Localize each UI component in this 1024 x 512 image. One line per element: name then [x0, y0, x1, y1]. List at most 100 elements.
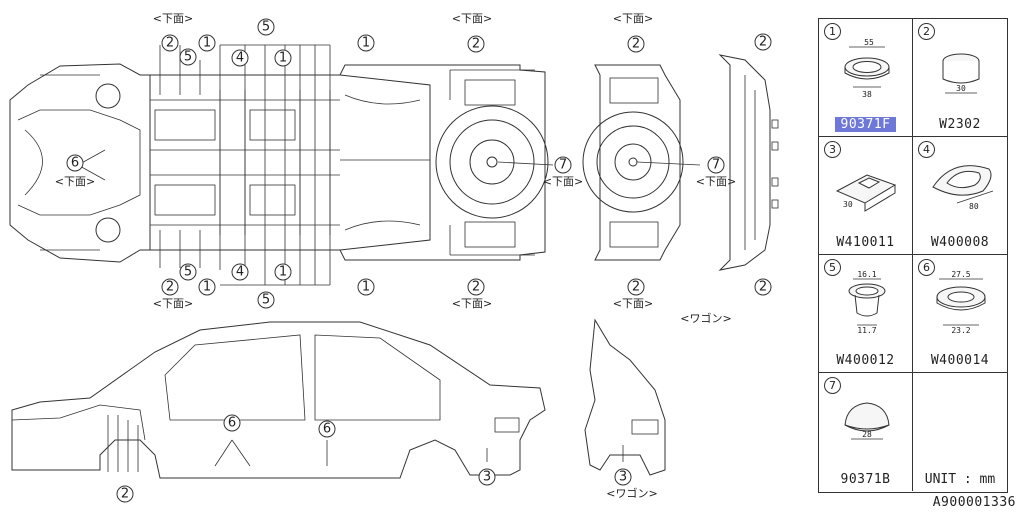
svg-text:1: 1: [279, 265, 287, 280]
svg-text:7: 7: [712, 158, 720, 173]
callout-1: 1: [357, 34, 375, 52]
callout-1: 1: [274, 263, 292, 281]
svg-text:1: 1: [362, 280, 370, 295]
underside-label: <下面>: [452, 297, 492, 310]
underside-label: <下面>: [153, 297, 193, 310]
square-plug-icon: 30: [835, 174, 897, 212]
part-cell-5[interactable]: 5 16.1 11.7 W400012: [819, 255, 913, 373]
svg-text:30: 30: [956, 84, 966, 93]
svg-text:2: 2: [759, 280, 767, 295]
callout-2: 2: [116, 485, 134, 503]
callout-2: 2: [467, 278, 485, 296]
svg-text:27.5: 27.5: [951, 270, 970, 279]
svg-text:5: 5: [262, 20, 270, 35]
reference-code: A900001336: [932, 495, 1016, 510]
underside-label: <下面>: [153, 12, 193, 25]
part-number-badge: 2: [918, 23, 935, 40]
part-number-badge: 1: [824, 23, 841, 40]
svg-text:2: 2: [121, 487, 129, 502]
svg-text:6: 6: [228, 416, 236, 431]
callout-6: 6: [318, 420, 336, 438]
callout-5: 5: [179, 48, 197, 66]
callout-2: 2: [161, 34, 179, 52]
callout-5: 5: [257, 18, 275, 36]
part-code: W400012: [836, 353, 895, 368]
part-number-badge: 7: [824, 377, 841, 394]
svg-text:5: 5: [184, 50, 192, 65]
part-code: W410011: [836, 235, 895, 250]
grommet-icon: 16.1 11.7: [848, 270, 886, 335]
svg-text:2: 2: [472, 37, 480, 52]
callout-2: 2: [754, 33, 772, 51]
wagon-label: <ワゴン>: [606, 486, 657, 500]
part-cell-1[interactable]: 1 55 38 90371F: [819, 19, 913, 137]
underside-label: <下面>: [696, 175, 736, 188]
callout-1: 1: [357, 278, 375, 296]
svg-text:1: 1: [362, 36, 370, 51]
label-layer: <下面><下面><下面><下面><下面><下面><下面><下面><下面><ワゴン…: [55, 12, 736, 500]
callout-2: 2: [754, 278, 772, 296]
callout-6: 6: [223, 414, 241, 432]
unit-cell: UNIT : mm: [913, 373, 1007, 491]
svg-text:80: 80: [969, 202, 979, 211]
callout-2: 2: [627, 35, 645, 53]
cylinder-cap-icon: 30: [942, 53, 980, 94]
callout-7: 7: [707, 156, 725, 174]
underside-label: <下面>: [613, 12, 653, 25]
side-body-view: [11, 321, 546, 479]
svg-text:2: 2: [632, 280, 640, 295]
callout-1: 1: [274, 49, 292, 67]
callout-2: 2: [161, 278, 179, 296]
svg-text:5: 5: [262, 293, 270, 308]
underside-label: <下面>: [452, 12, 492, 25]
part-cell-3[interactable]: 3 30 W410011: [819, 137, 913, 255]
callout-5: 5: [179, 263, 197, 281]
wagon-side-view: [584, 318, 666, 476]
svg-text:2: 2: [166, 280, 174, 295]
triangular-plug-icon: 80: [932, 165, 994, 211]
svg-text:5: 5: [184, 265, 192, 280]
svg-text:2: 2: [166, 36, 174, 51]
callout-4: 4: [231, 263, 249, 281]
part-cell-2[interactable]: 2 30 W2302: [913, 19, 1007, 137]
unit-label: UNIT : mm: [924, 472, 996, 487]
part-code: W400014: [930, 353, 990, 368]
svg-text:1: 1: [279, 51, 287, 66]
underside-label: <下面>: [613, 297, 653, 310]
part-number-badge: 5: [824, 259, 841, 276]
callout-4: 4: [231, 49, 249, 67]
svg-text:30: 30: [843, 200, 853, 209]
svg-text:2: 2: [759, 35, 767, 50]
underside-label: <下面>: [543, 175, 583, 188]
svg-text:38: 38: [862, 90, 872, 99]
callout-3: 3: [478, 468, 496, 486]
svg-text:1: 1: [203, 36, 211, 51]
callout-3: 3: [614, 468, 632, 486]
svg-text:6: 6: [71, 156, 79, 171]
part-number-badge: 6: [918, 259, 935, 276]
svg-text:23.2: 23.2: [951, 326, 970, 335]
part-cell-7[interactable]: 7 28 90371B: [819, 373, 913, 491]
part-code: 90371B: [840, 472, 891, 487]
callout-5: 5: [257, 291, 275, 309]
svg-text:4: 4: [236, 265, 244, 280]
rear-panel-view: [718, 54, 779, 271]
svg-text:55: 55: [864, 38, 874, 47]
callout-1: 1: [198, 278, 216, 296]
svg-text:16.1: 16.1: [857, 270, 876, 279]
part-code: W2302: [939, 117, 981, 132]
callout-2: 2: [627, 278, 645, 296]
callout-2: 2: [467, 35, 485, 53]
svg-text:28: 28: [862, 430, 872, 439]
parts-legend-table: 1 55 38 90371F 2 30 W2302 3 30 W41001: [818, 18, 1008, 493]
part-number-badge: 3: [824, 141, 841, 158]
part-cell-4[interactable]: 4 80 W400008: [913, 137, 1007, 255]
svg-text:3: 3: [619, 470, 627, 485]
flat-grommet-icon: 27.5 23.2: [936, 270, 986, 335]
svg-text:6: 6: [323, 422, 331, 437]
callout-7: 7: [554, 156, 572, 174]
part-cell-6[interactable]: 6 27.5 23.2 W400014: [913, 255, 1007, 373]
wagon-label: <ワゴン>: [680, 311, 731, 325]
